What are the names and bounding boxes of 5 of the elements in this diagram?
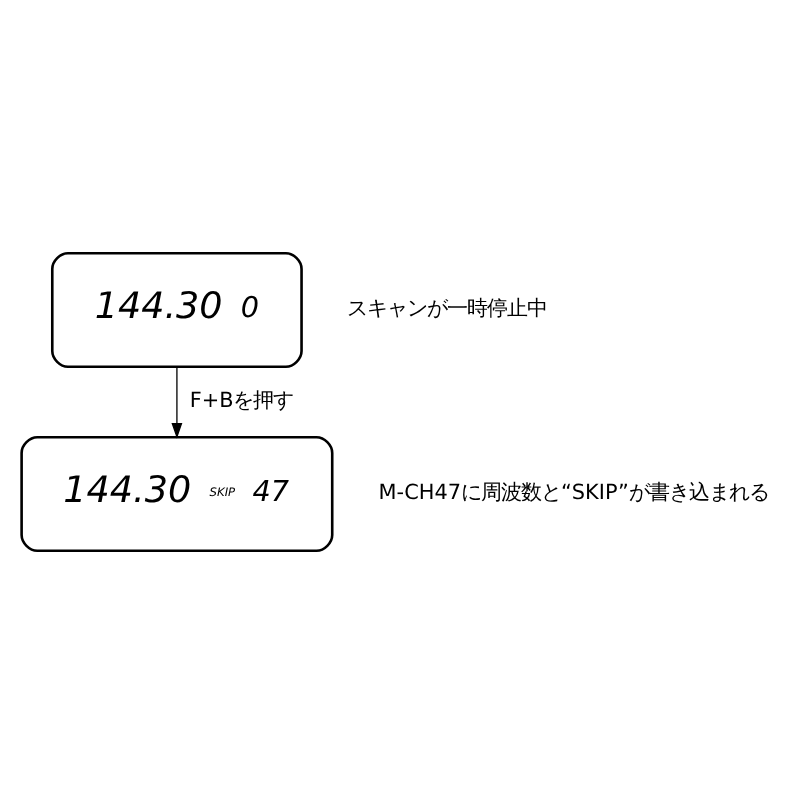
node-box: 144.30 0 — [50, 250, 303, 368]
node-label: M-CH47に周波数と“SKIP”が書き込まれる — [378, 479, 769, 504]
node-label: スキャンが一時停止中 — [347, 295, 548, 320]
arrow — [171, 365, 183, 438]
edge-label: F+Bを押す — [189, 387, 294, 412]
